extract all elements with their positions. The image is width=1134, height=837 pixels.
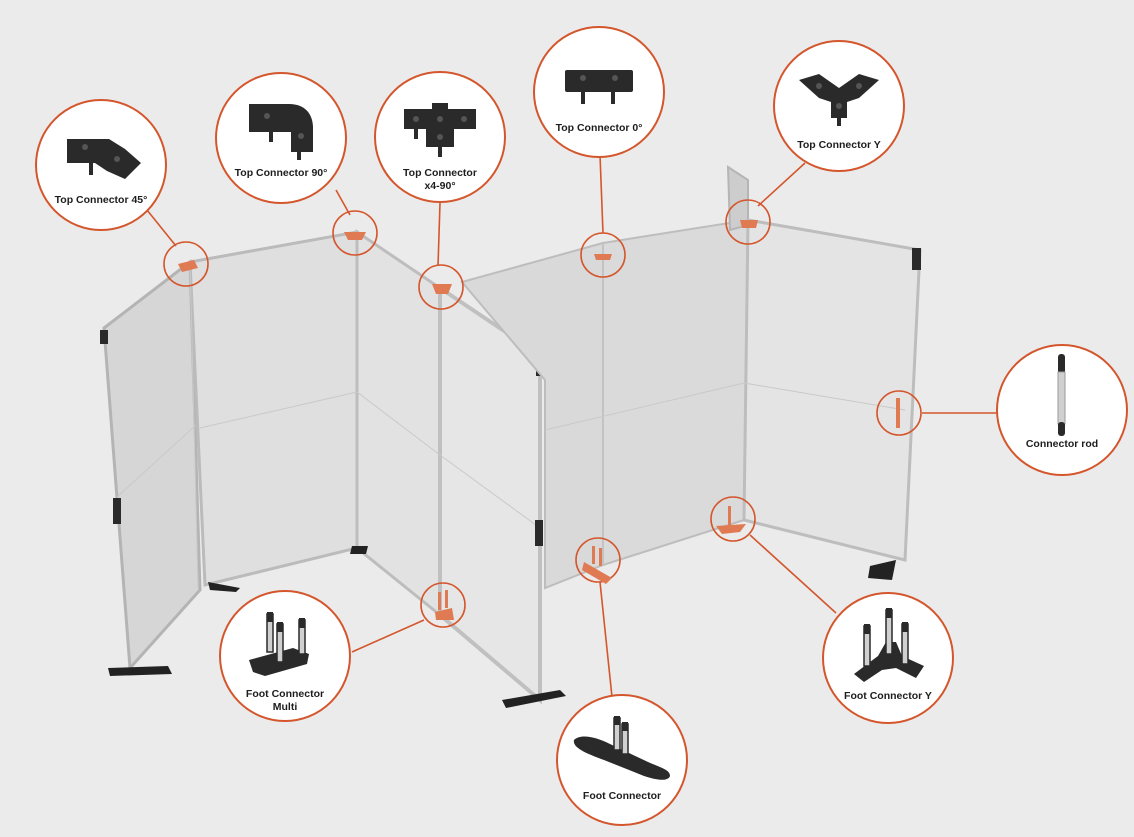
callout-foot-connector-y: Foot Connector Y <box>822 592 954 724</box>
connector-marker-parts <box>178 220 900 620</box>
panel-back-right <box>602 218 750 567</box>
callout-foot-connector: Foot Connector <box>556 694 688 826</box>
top-connector-90-icon <box>249 104 313 160</box>
leader-lines <box>146 154 997 698</box>
connector-markers <box>163 199 922 628</box>
callout-label: Foot Connector Multi <box>245 688 325 713</box>
callout-top-connector-x4-90: Top Connector x4-90° <box>374 71 506 203</box>
panel-back-center <box>460 241 604 590</box>
frame-clip <box>100 330 108 344</box>
top-connector-45-icon <box>67 139 141 179</box>
seam-line <box>544 382 745 431</box>
callout-label: Top Connector 45° <box>54 194 148 206</box>
seam-line <box>439 454 541 529</box>
seam-line <box>199 391 358 429</box>
foot-shape <box>502 690 566 708</box>
foot-connector-multi-icon <box>249 612 309 676</box>
panel-back-left <box>188 230 359 587</box>
top-connector-0-icon <box>565 70 633 104</box>
foot-shape <box>108 666 172 676</box>
foot-connector-y-icon <box>854 608 924 682</box>
foot-shape <box>208 582 240 592</box>
seam-line <box>356 391 441 456</box>
foot-shape <box>868 560 896 580</box>
callout-label: Top Connector Y <box>797 139 881 151</box>
seam-line <box>189 261 199 589</box>
foot-shape <box>350 546 368 554</box>
callout-connector-rod: Connector rod <box>996 344 1128 476</box>
callout-label: Connector rod <box>1025 438 1099 450</box>
callout-foot-connector-multi: Foot Connector Multi <box>219 590 351 722</box>
callout-top-connector-y: Top Connector Y <box>773 40 905 172</box>
panel-right-end <box>742 218 922 562</box>
frame-clip <box>912 248 921 270</box>
callout-label: Top Connector 90° <box>234 167 328 179</box>
left-wall-group <box>100 229 566 708</box>
callout-top-connector-0: Top Connector 0° <box>533 26 665 158</box>
callout-label: Foot Connector <box>582 790 662 802</box>
callout-label: Top Connector 0° <box>555 122 643 134</box>
foot-connector-icon <box>573 716 670 780</box>
right-wall-group <box>460 165 922 590</box>
callout-top-connector-45: Top Connector 45° <box>35 99 167 231</box>
callout-label: Top Connector x4-90° <box>403 167 477 192</box>
connector-rod-icon <box>1057 354 1066 436</box>
callout-top-connector-90: Top Connector 90° <box>215 72 347 204</box>
top-connector-y-icon <box>799 74 879 126</box>
frame-clip <box>535 520 543 546</box>
frame-clip <box>113 498 121 524</box>
seam-line <box>116 424 197 498</box>
top-connector-x4-90-icon <box>404 103 476 157</box>
callout-label: Foot Connector Y <box>844 690 932 702</box>
